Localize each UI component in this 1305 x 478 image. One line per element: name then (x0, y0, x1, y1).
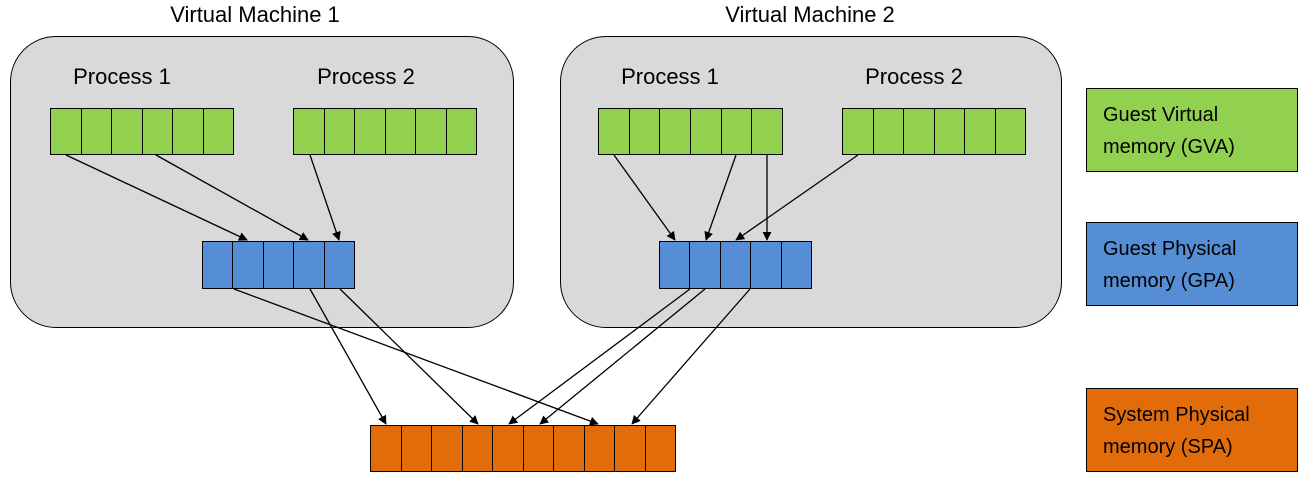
gpa-cell (720, 242, 752, 288)
gva-cell (904, 109, 935, 154)
vm2-gpa (659, 241, 812, 289)
vm1-gpa (202, 241, 355, 289)
gpa-cell (203, 242, 234, 288)
vm1-process1-gva (50, 108, 234, 155)
gpa-cell (781, 242, 812, 288)
spa-cell (432, 426, 463, 471)
legend-gva-line2: memory (GVA) (1103, 136, 1235, 158)
spa-cell (584, 426, 615, 471)
spa-cell (493, 426, 524, 471)
gva-cell (752, 109, 783, 154)
gva-cell (355, 109, 386, 154)
arrow-vm2-gpa-b (539, 288, 706, 425)
legend-gva-line1: Guest Virtual (1103, 104, 1219, 126)
gva-cell (324, 109, 355, 154)
legend-gpa: Guest Physical memory (GPA) (1086, 222, 1298, 306)
gva-cell (629, 109, 661, 154)
vm1-process2-gva (293, 108, 477, 155)
legend-spa: System Physical memory (SPA) (1086, 388, 1298, 472)
spa-cell (401, 426, 432, 471)
gva-cell (721, 109, 753, 154)
gva-cell (142, 109, 173, 154)
gva-cell (995, 109, 1025, 154)
gva-cell (599, 109, 630, 154)
arrow-vm2-p2 (735, 154, 859, 241)
spa-cell (371, 426, 402, 471)
vm2-title: Virtual Machine 2 (725, 2, 895, 27)
gpa-cell (660, 242, 691, 288)
arrow-vm1-p1-a (65, 154, 248, 241)
gva-cell (446, 109, 476, 154)
vm1-process2-label: Process 2 (317, 64, 415, 89)
gpa-cell (294, 242, 325, 288)
arrow-vm2-gpa-a (508, 288, 691, 425)
gpa-cell (324, 242, 355, 288)
gva-cell (965, 109, 996, 154)
gva-cell (294, 109, 325, 154)
legend-gpa-line2: memory (GPA) (1103, 270, 1235, 292)
arrow-vm2-p1-b (704, 154, 737, 241)
gva-cell (416, 109, 447, 154)
legend-gpa-line1: Guest Physical (1103, 238, 1237, 260)
spa-memory (370, 425, 676, 472)
arrow-vm1-gpa-a (233, 288, 599, 426)
legend-gva: Guest Virtual memory (GVA) (1086, 88, 1298, 172)
spa-cell (615, 426, 646, 471)
arrow-vm1-gpa-c (339, 288, 479, 425)
spa-cell (554, 426, 585, 471)
spa-cell (645, 426, 675, 471)
gpa-cell (263, 242, 295, 288)
arrow-vm1-p1-b (155, 154, 309, 241)
arrow-vm1-p2 (309, 154, 341, 241)
legend-spa-line1: System Physical (1103, 404, 1250, 426)
gpa-cell (233, 242, 264, 288)
legend-spa-line2: memory (SPA) (1103, 436, 1233, 458)
gva-cell (112, 109, 143, 154)
vm2-process2-label: Process 2 (865, 64, 963, 89)
gva-cell (203, 109, 233, 154)
gva-cell (81, 109, 112, 154)
spa-cell (462, 426, 493, 471)
vm2-process1-label: Process 1 (621, 64, 719, 89)
gva-cell (51, 109, 82, 154)
gva-cell (173, 109, 204, 154)
gpa-cell (751, 242, 782, 288)
gva-cell (873, 109, 904, 154)
gva-cell (934, 109, 965, 154)
vm1-title: Virtual Machine 1 (170, 2, 340, 27)
gva-cell (660, 109, 692, 154)
gva-cell (691, 109, 722, 154)
gpa-cell (690, 242, 721, 288)
arrow-vm2-gpa-c (631, 288, 751, 425)
gva-cell (843, 109, 874, 154)
gva-cell (385, 109, 416, 154)
arrow-vm2-p1-a (613, 154, 676, 241)
vm1-process1-label: Process 1 (73, 64, 171, 89)
arrow-vm1-gpa-b (309, 288, 387, 425)
vm2-process1-gva (598, 108, 783, 155)
spa-cell (523, 426, 554, 471)
vm2-process2-gva (842, 108, 1026, 155)
